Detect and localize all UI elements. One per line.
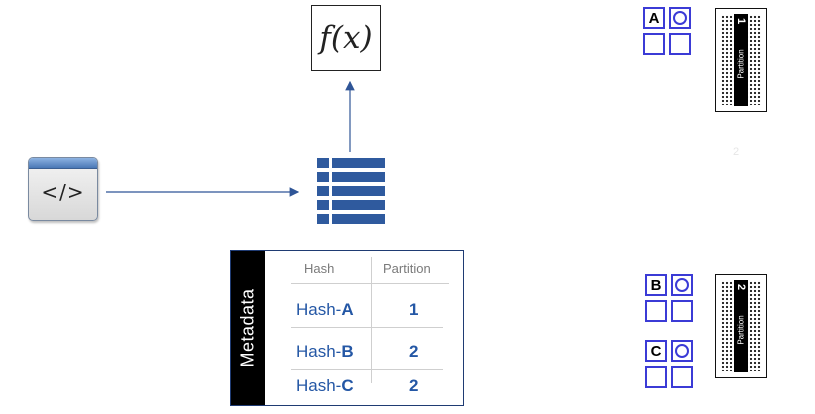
shard-letter: C bbox=[650, 342, 662, 360]
shard-circle-cell bbox=[669, 7, 691, 29]
shard-empty-cell bbox=[643, 33, 665, 55]
hash-cell: Hash-A bbox=[296, 300, 354, 319]
partition-column-header: Partition bbox=[383, 261, 431, 276]
hash-column-header: Hash bbox=[304, 261, 335, 276]
shard-circle-cell bbox=[671, 274, 693, 296]
partition-label: Partition bbox=[736, 315, 746, 345]
shard-empty-cell bbox=[671, 300, 693, 322]
metadata-table: Metadata Hash Partition Hash-A 1 Hash-B … bbox=[230, 250, 464, 406]
header-divider bbox=[291, 283, 449, 284]
partition-cell: 2 bbox=[409, 376, 419, 395]
shard-empty-cell bbox=[669, 33, 691, 55]
circle-icon bbox=[675, 344, 689, 358]
code-glyph: </> bbox=[41, 180, 85, 204]
partition-number: 1 bbox=[735, 17, 747, 25]
shard-letter: A bbox=[648, 9, 660, 27]
function-box: f(x) bbox=[311, 5, 381, 71]
shard-b-icon: B bbox=[645, 274, 697, 326]
hash-cell: Hash-B bbox=[296, 342, 354, 361]
hash-cell: Hash-C bbox=[296, 376, 354, 395]
circle-icon bbox=[675, 278, 689, 292]
row-divider bbox=[291, 369, 443, 370]
shard-empty-cell bbox=[645, 366, 667, 388]
shard-a-icon: A bbox=[643, 7, 695, 59]
shard-key-cell: C bbox=[645, 340, 667, 362]
window-titlebar bbox=[29, 158, 97, 169]
partition-cell: 1 bbox=[409, 300, 419, 319]
faint-marker: 2 bbox=[733, 146, 740, 158]
partition-strip bbox=[734, 280, 748, 372]
code-window-icon: </> bbox=[28, 157, 98, 221]
shard-c-icon: C bbox=[645, 340, 697, 392]
shard-empty-cell bbox=[645, 300, 667, 322]
shard-key-cell: A bbox=[643, 7, 665, 29]
row-divider bbox=[291, 327, 443, 328]
circle-icon bbox=[673, 11, 687, 25]
partition-strip bbox=[734, 14, 748, 106]
partition-2-card: 2 Partition bbox=[715, 274, 767, 378]
partition-number: 2 bbox=[735, 283, 747, 291]
partition-cell: 2 bbox=[409, 342, 419, 361]
metadata-title: Metadata bbox=[237, 288, 258, 368]
partition-label: Partition bbox=[736, 49, 746, 79]
table-list-icon bbox=[317, 158, 385, 224]
shard-circle-cell bbox=[671, 340, 693, 362]
shard-empty-cell bbox=[671, 366, 693, 388]
shard-key-cell: B bbox=[645, 274, 667, 296]
metadata-sidebar: Metadata bbox=[231, 251, 265, 405]
partition-1-card: 1 Partition bbox=[715, 8, 767, 112]
column-divider bbox=[371, 257, 372, 383]
shard-letter: B bbox=[650, 276, 662, 294]
